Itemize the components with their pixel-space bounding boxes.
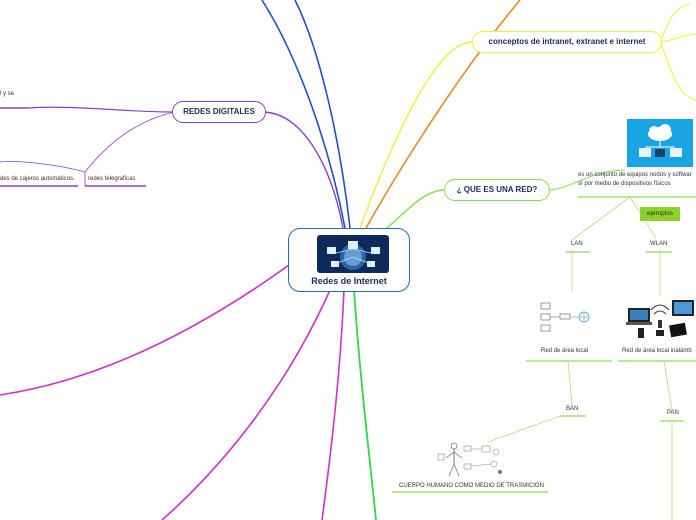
branch-magenta-3 — [321, 289, 345, 520]
node-redes-telegraficas[interactable]: redes telegraficas — [88, 176, 136, 182]
branch-magenta-1 — [0, 259, 297, 396]
ejemplos-badge[interactable]: ejemplos — [640, 207, 680, 221]
wlan-description: Red de área local inalámb — [622, 348, 692, 354]
red-definition-2: sí por medio de dispositivos físicos — [578, 181, 671, 187]
lan-diagram-icon — [540, 302, 590, 332]
node-lan[interactable]: LAN — [571, 241, 583, 247]
topic-que-es-red-label: ¿ QUE ES UNA RED? — [456, 185, 538, 194]
topic-redes-digitales[interactable]: REDES DIGITALES — [172, 101, 266, 123]
node-cajeros[interactable]: des de cajeros automáticos. — [0, 176, 75, 182]
lan-description: Red de área local — [541, 348, 589, 354]
branch-magenta-2 — [161, 289, 331, 520]
node-pan[interactable]: PAN — [667, 410, 679, 416]
central-topic[interactable]: Redes de Internet — [288, 228, 410, 292]
branch-digitales-sub — [84, 111, 175, 173]
topic-que-es-red[interactable]: ¿ QUE ES UNA RED? — [444, 179, 550, 201]
node-wlan[interactable]: WLAN — [650, 241, 668, 247]
branch-green — [353, 289, 377, 520]
branch-blue-1 — [261, 0, 346, 229]
wlan-devices-icon — [626, 300, 694, 338]
branch-digitales-left — [27, 106, 175, 113]
ban-description: CUERPO HUMANO COMO MEDIO DE TRASMICION — [399, 483, 544, 489]
branch-conceptos — [359, 41, 473, 229]
topic-redes-digitales-label: REDES DIGITALES — [183, 107, 255, 116]
branch-orange — [365, 0, 521, 229]
branch-blue-2 — [294, 0, 351, 229]
network-globe-icon — [317, 235, 389, 273]
body-network-icon — [437, 442, 502, 477]
cloud-network-icon — [627, 119, 693, 167]
branch-digitales — [261, 111, 344, 229]
topic-conceptos-label: conceptos de intranet, extranet e intern… — [488, 37, 646, 46]
central-title: Redes de Internet — [311, 276, 387, 286]
red-definition-1: es un conjunto de equipos nodos y softwa… — [578, 172, 692, 178]
node-ban[interactable]: BAN — [566, 406, 579, 412]
fragment-text-partial: l y se — [0, 91, 15, 97]
topic-conceptos[interactable]: conceptos de intranet, extranet e intern… — [472, 31, 662, 53]
